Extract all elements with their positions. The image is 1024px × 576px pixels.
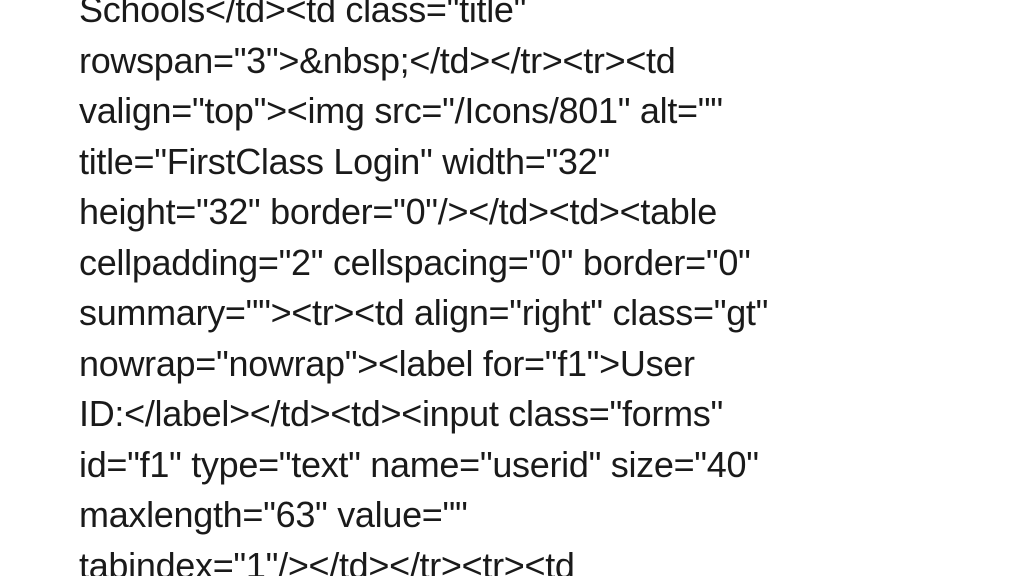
text-line: summary=""><tr><td align="right" class="… (79, 292, 769, 333)
text-line: ID:</label></td><td><input class="forms" (79, 393, 723, 434)
text-line: tabindex="1"/></td></tr><tr><td (79, 544, 575, 576)
text-line: valign="top"><img src="/Icons/801" alt="… (79, 90, 723, 131)
text-line: id="f1" type="text" name="userid" size="… (79, 443, 759, 485)
text-line: Schools</td><td class="title" (79, 0, 527, 30)
text-line: height="32" border="0"/></td><td><table (79, 191, 717, 232)
text-line: nowrap="nowrap"><label for="f1">User (79, 342, 695, 384)
text-line: rowspan="3">&nbsp;</td></tr><tr><td (79, 39, 676, 81)
text-line: title="FirstClass Login" width="32" (79, 140, 610, 182)
text-line: maxlength="63" value="" (79, 494, 468, 535)
slide-body-text: Schools</td><td class="title" rowspan="3… (79, 0, 999, 576)
text-line: cellpadding="2" cellspacing="0" border="… (79, 241, 751, 283)
